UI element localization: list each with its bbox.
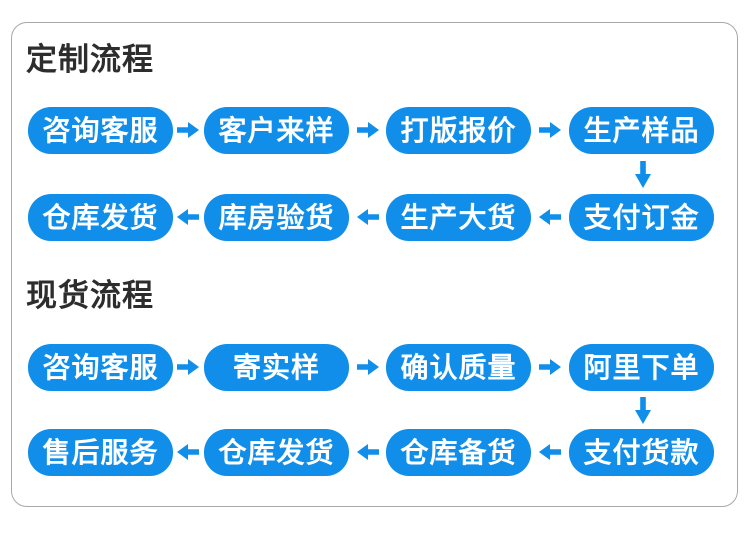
arrow-right-icon <box>357 359 379 375</box>
arrow-left-icon <box>357 209 379 225</box>
flow-panel: 定制流程 咨询客服 客户来样 打版报价 生产样品 仓库发货 库房验货 生产大货 … <box>11 22 738 507</box>
arrow-right-icon <box>539 359 561 375</box>
flow-step-pill: 咨询客服 <box>28 344 173 391</box>
arrow-right-icon <box>177 359 199 375</box>
flow-step-pill: 阿里下单 <box>569 344 714 391</box>
custom-flow-title: 定制流程 <box>26 42 154 77</box>
arrow-left-icon <box>539 444 561 460</box>
flow-step-pill: 支付货款 <box>569 429 714 476</box>
arrow-left-icon <box>539 209 561 225</box>
flow-step-pill: 生产样品 <box>569 107 714 154</box>
flow-step-pill: 寄实样 <box>204 344 349 391</box>
flow-step-pill: 确认质量 <box>386 344 531 391</box>
flow-step-pill: 打版报价 <box>386 107 531 154</box>
arrow-down-icon <box>635 161 651 188</box>
flow-step-pill: 咨询客服 <box>28 107 173 154</box>
arrow-right-icon <box>177 122 199 138</box>
flow-step-pill: 支付订金 <box>569 194 714 241</box>
arrow-left-icon <box>177 209 199 225</box>
arrow-right-icon <box>357 122 379 138</box>
flow-step-pill: 仓库备货 <box>386 429 531 476</box>
flow-step-pill: 生产大货 <box>386 194 531 241</box>
arrow-down-icon <box>635 397 651 424</box>
flow-step-pill: 仓库发货 <box>204 429 349 476</box>
flow-step-pill: 库房验货 <box>204 194 349 241</box>
flow-step-pill: 仓库发货 <box>28 194 173 241</box>
arrow-left-icon <box>177 444 199 460</box>
flow-step-pill: 客户来样 <box>204 107 349 154</box>
arrow-right-icon <box>539 122 561 138</box>
stock-flow-title: 现货流程 <box>26 278 154 313</box>
flow-step-pill: 售后服务 <box>28 429 173 476</box>
arrow-left-icon <box>357 444 379 460</box>
